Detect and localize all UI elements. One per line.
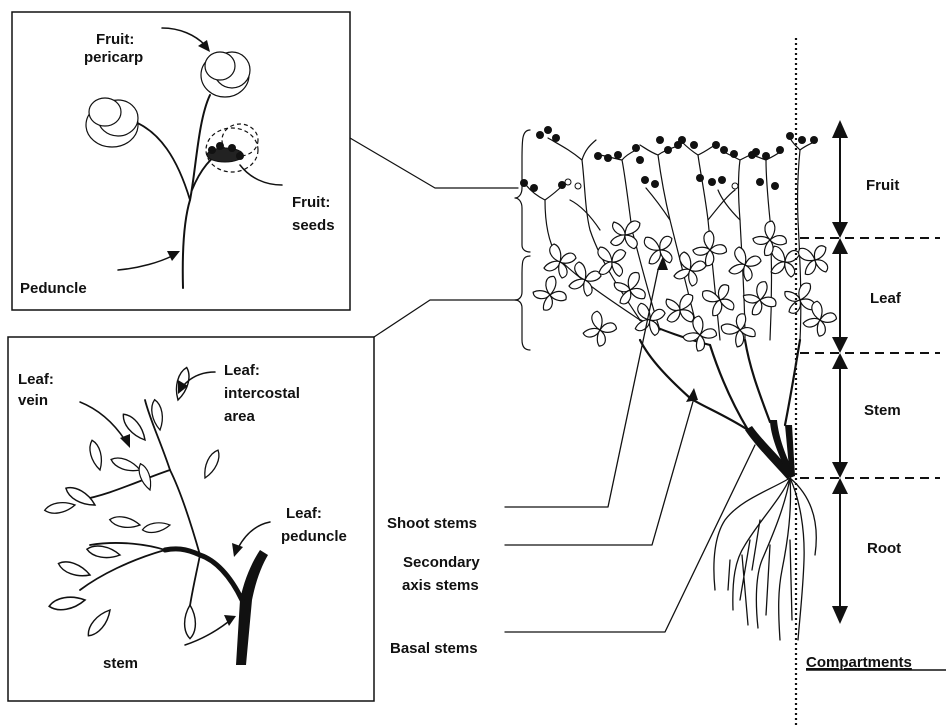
label-fruit-pericarp-2: pericarp xyxy=(84,49,143,66)
leaf-peduncle xyxy=(165,549,242,600)
leaf-box-stem xyxy=(236,550,268,665)
label-leaf-vein-1: Leaf: xyxy=(18,371,54,388)
label-secondary-2: axis stems xyxy=(402,577,479,594)
label-leaf-intercostal-2: intercostal xyxy=(224,385,300,402)
leaf-branch-e xyxy=(80,470,170,500)
fruit-connector xyxy=(350,138,518,188)
leaf-connector xyxy=(374,300,518,337)
label-fruit-peduncle: Peduncle xyxy=(20,280,87,297)
seed-fruit xyxy=(206,124,258,172)
label-fruit-pericarp-1: Fruit: xyxy=(96,31,134,48)
fruit-heads xyxy=(520,126,818,192)
leaf-clusters xyxy=(528,214,839,355)
root-range-arrow xyxy=(832,478,848,624)
leaf-branch-d xyxy=(80,550,165,590)
label-leaf-vein-2: vein xyxy=(18,392,48,409)
label-compartment-root: Root xyxy=(867,540,901,557)
stem-range-arrow xyxy=(832,353,848,478)
label-leaf-peduncle-2: peduncle xyxy=(281,528,347,545)
fruit-brace xyxy=(515,130,530,252)
fruit-detail-box: Fruit: pericarp Fruit: seeds Peduncle xyxy=(12,12,350,310)
pericarp-arrowhead xyxy=(198,40,210,52)
fruit-branch-left xyxy=(130,120,190,200)
detail-connectors xyxy=(350,130,530,350)
peduncle-arrow xyxy=(118,256,172,270)
leaf-range-arrow xyxy=(832,238,848,353)
pericarp-left xyxy=(86,98,138,147)
fruit-box-frame xyxy=(12,12,350,310)
roots xyxy=(714,478,816,640)
secondary-stems-pointer xyxy=(505,398,694,545)
compartments-title: Compartments xyxy=(806,654,912,671)
pericarp-arrow xyxy=(162,28,205,45)
vein-arrow xyxy=(80,402,125,440)
fruit-range-arrow xyxy=(832,120,848,238)
label-compartment-leaf: Leaf xyxy=(870,290,902,307)
leaf-branch-b xyxy=(170,470,200,555)
leaf-peduncle-arrow xyxy=(238,522,270,548)
leaflets xyxy=(44,366,223,639)
label-basal-stems: Basal stems xyxy=(390,640,478,657)
leaf-brace xyxy=(515,256,530,350)
label-compartment-stem: Stem xyxy=(864,402,901,419)
label-leaf-intercostal-1: Leaf: xyxy=(224,362,260,379)
label-compartment-fruit: Fruit xyxy=(866,177,899,194)
whole-plant xyxy=(520,126,839,640)
compartments-scale: Fruit Leaf Stem Root Compartments xyxy=(796,38,946,726)
leaf-peduncle-arrowhead xyxy=(232,543,243,557)
label-fruit-seeds-2: seeds xyxy=(292,217,335,234)
pericarp-top xyxy=(201,52,250,97)
label-leaf-stem: stem xyxy=(103,655,138,672)
label-leaf-peduncle-1: Leaf: xyxy=(286,505,322,522)
label-secondary-1: Secondary xyxy=(403,554,480,571)
label-leaf-intercostal-3: area xyxy=(224,408,256,425)
label-shoot-stems: Shoot stems xyxy=(387,515,477,532)
label-fruit-seeds-1: Fruit: xyxy=(292,194,330,211)
leaf-detail-box: Leaf: vein Leaf: intercostal area Leaf: … xyxy=(8,337,374,701)
shoot-stems-pointer xyxy=(505,270,658,507)
peduncle-arrowhead xyxy=(167,251,180,261)
